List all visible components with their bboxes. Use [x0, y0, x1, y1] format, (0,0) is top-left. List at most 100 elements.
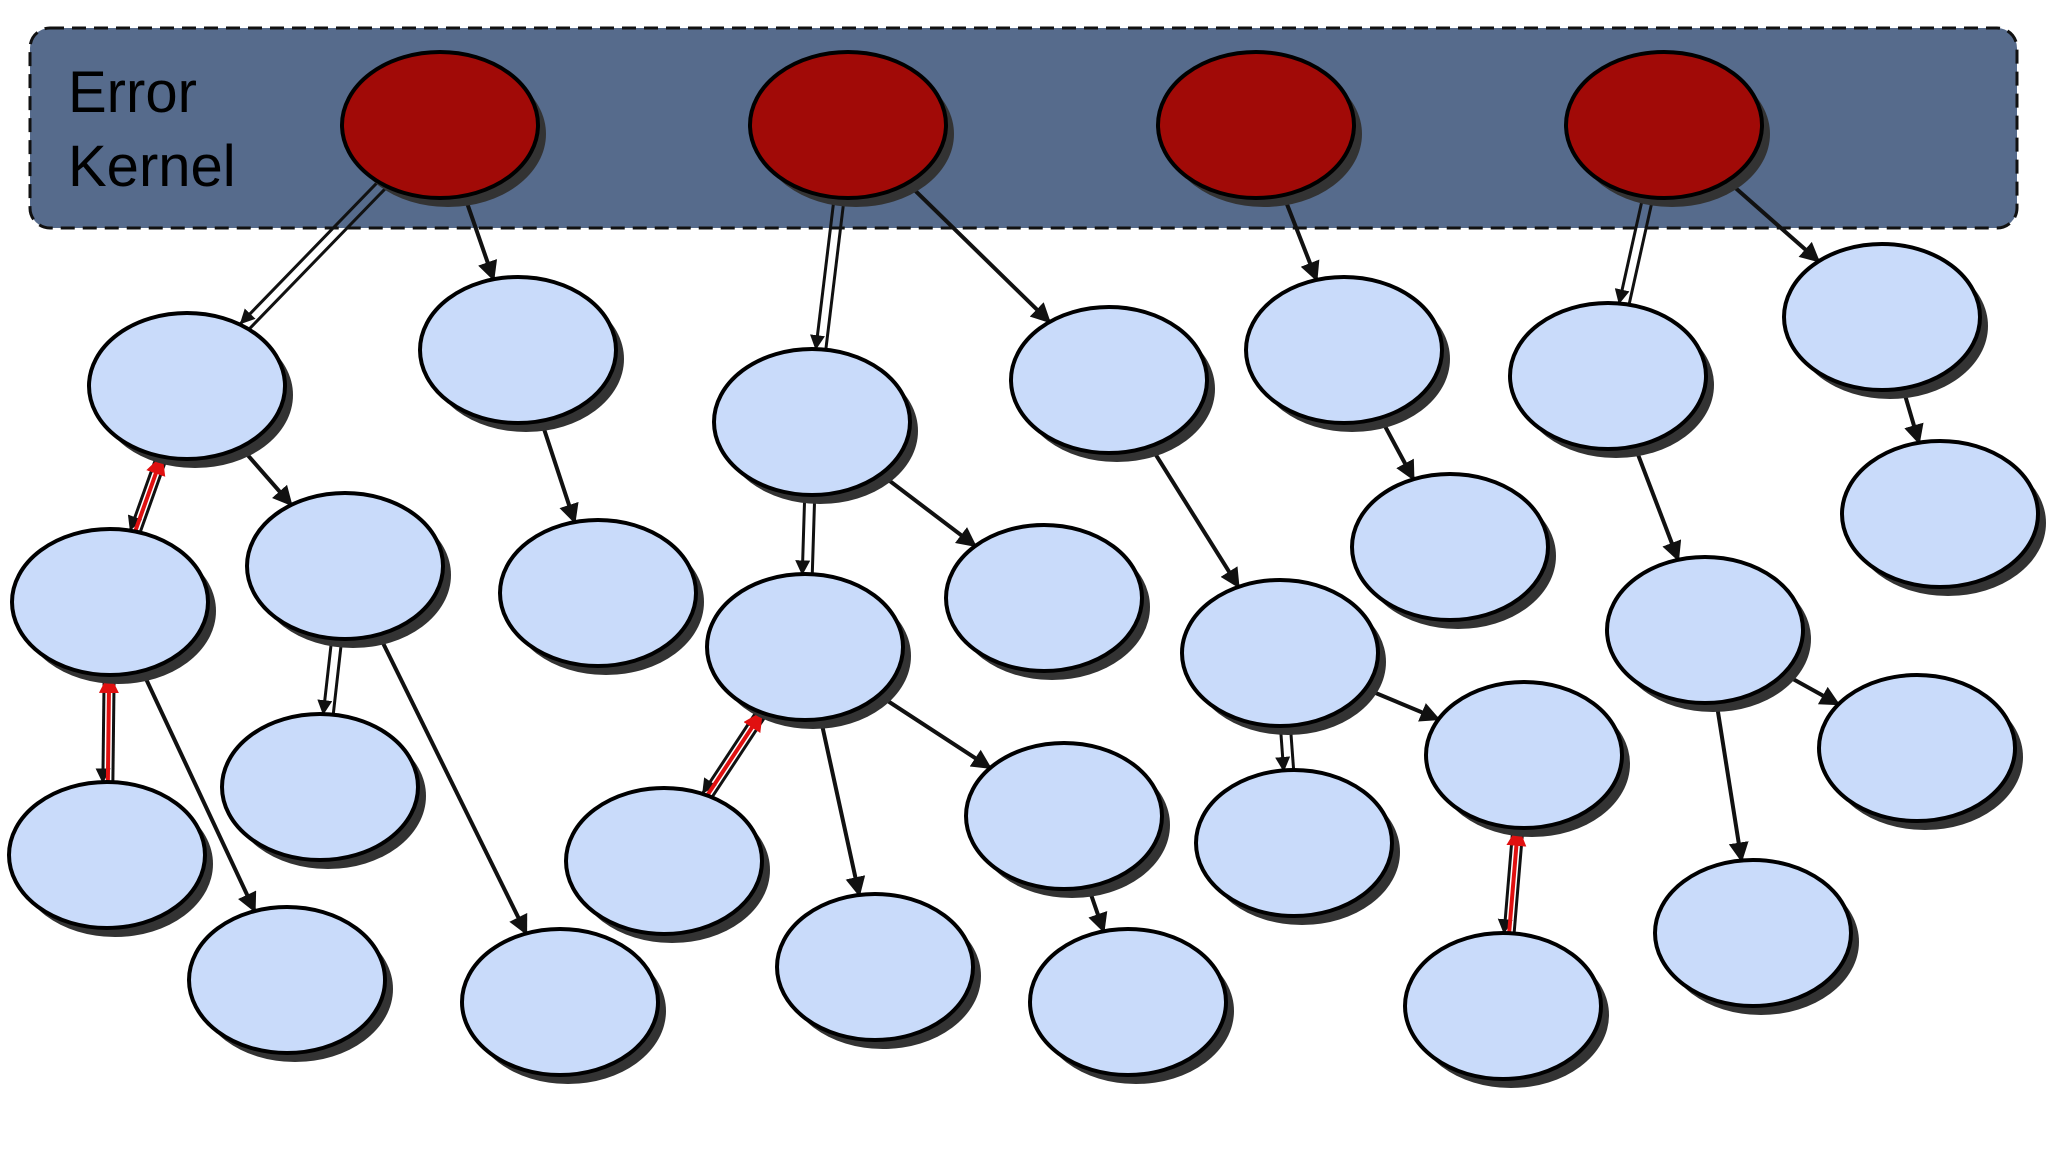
worker-node-w5 [1244, 275, 1450, 432]
worker-node-body [498, 518, 698, 668]
worker-node-w4 [1009, 305, 1215, 462]
link-w11-w23 [877, 693, 992, 770]
link-w8-w18 [140, 670, 257, 913]
link-k1-w1 [239, 179, 388, 332]
worker-node-body [564, 786, 764, 936]
link-w4-w13 [1148, 445, 1241, 589]
worker-node-w16 [1840, 439, 2046, 596]
link-w6-w15 [1632, 445, 1682, 562]
kernel-node-body [340, 50, 540, 200]
worker-node-body [1424, 680, 1624, 830]
worker-node-w10 [498, 518, 704, 675]
link-w2-w10 [539, 420, 579, 525]
worker-node-w1 [87, 311, 293, 468]
worker-node-w11 [705, 572, 911, 729]
error-kernel-label: Error Kernel [68, 56, 236, 204]
worker-node-w7 [1782, 242, 1988, 399]
worker-node-body [418, 275, 618, 425]
worker-node-w3 [712, 347, 918, 504]
link-k2-w3-stroke [824, 198, 846, 351]
link-w9-w20 [376, 633, 529, 936]
link-w3-w11-stroke [810, 495, 817, 575]
worker-node-w8 [10, 527, 216, 684]
link-w11-w22 [818, 718, 866, 897]
worker-node-body [1508, 301, 1708, 451]
error-kernel-label-line1: Error [68, 60, 197, 125]
link-w1-w9 [239, 445, 293, 507]
worker-node-body [460, 927, 660, 1077]
worker-node-w14 [1350, 472, 1556, 629]
link-k4-w6-stroke [1614, 195, 1645, 305]
worker-node-w25 [1424, 680, 1630, 837]
kernel-node-k2 [748, 50, 954, 207]
kernel-node-k1 [340, 50, 546, 207]
link-w11-w21-stroke [710, 714, 768, 800]
kernel-node-k3 [1156, 50, 1362, 207]
worker-node-w20 [460, 927, 666, 1084]
worker-node-w21 [564, 786, 770, 943]
worker-node-w12 [944, 523, 1150, 680]
worker-node-w9 [245, 491, 451, 648]
kernel-node-body [1156, 50, 1356, 200]
worker-node-body [1028, 927, 1228, 1077]
worker-node-w28 [1028, 927, 1234, 1084]
link-k1-w2 [462, 195, 498, 282]
link-k1-w1-stroke [239, 179, 381, 325]
worker-node-body [1009, 305, 1209, 455]
link-k1-w1-stroke [246, 186, 388, 332]
worker-node-body [775, 892, 975, 1042]
worker-node-body [1840, 439, 2040, 589]
worker-node-w6 [1508, 301, 1714, 458]
link-w9-w19-stroke [317, 638, 334, 716]
link-w15-w27 [1714, 702, 1749, 863]
worker-node-w23 [964, 741, 1170, 898]
worker-node-body [1350, 472, 1550, 622]
worker-node-body [1605, 555, 1805, 705]
link-k3-w5 [1281, 194, 1320, 282]
worker-node-body [964, 741, 1164, 891]
link-w8-w17-stroke [95, 674, 111, 784]
error-signal-w29-w25 [1506, 825, 1527, 934]
link-k4-w6 [1614, 195, 1655, 306]
link-w11-w21-stroke [701, 708, 759, 794]
link-k2-w3-stroke [810, 196, 836, 351]
worker-node-w19 [220, 712, 426, 869]
error-kernel-band [28, 26, 2019, 230]
worker-node-body [1180, 578, 1380, 728]
worker-node-body [1403, 931, 1603, 1081]
worker-node-body [1782, 242, 1982, 392]
worker-node-body [1194, 768, 1394, 918]
link-w3-w11-stroke [795, 494, 811, 576]
error-signal-w8-w1 [133, 454, 166, 533]
kernel-node-body [748, 50, 948, 200]
link-w9-w19 [317, 638, 344, 716]
worker-node-body [87, 311, 287, 461]
worker-node-body [220, 712, 420, 862]
kernel-node-k4 [1564, 50, 1770, 207]
worker-node-body [705, 572, 905, 722]
worker-node-body [245, 491, 445, 641]
worker-node-body [7, 780, 207, 930]
link-k2-w3 [810, 196, 846, 351]
worker-node-w27 [1653, 858, 1859, 1015]
link-w3-w12 [879, 472, 977, 548]
error-signal-w21-w11 [705, 710, 764, 797]
error-signal-w17-w8 [98, 672, 119, 783]
worker-node-w18 [187, 905, 393, 1062]
worker-node-w15 [1605, 555, 1811, 712]
worker-node-body [1817, 673, 2017, 823]
link-w8-w17-stroke [111, 675, 116, 783]
worker-node-w26 [1817, 673, 2023, 830]
worker-node-w2 [418, 275, 624, 432]
kernel-node-body [1564, 50, 1764, 200]
worker-node-w24 [1194, 768, 1400, 925]
link-w9-w19-stroke [331, 639, 344, 715]
link-k4-w7 [1725, 179, 1821, 263]
worker-node-w17 [7, 780, 213, 937]
link-w3-w11 [795, 494, 817, 576]
worker-node-body [1653, 858, 1853, 1008]
nodes-layer [7, 50, 2046, 1088]
worker-node-w29 [1403, 931, 1609, 1088]
error-kernel-label-line2: Kernel [68, 134, 236, 199]
